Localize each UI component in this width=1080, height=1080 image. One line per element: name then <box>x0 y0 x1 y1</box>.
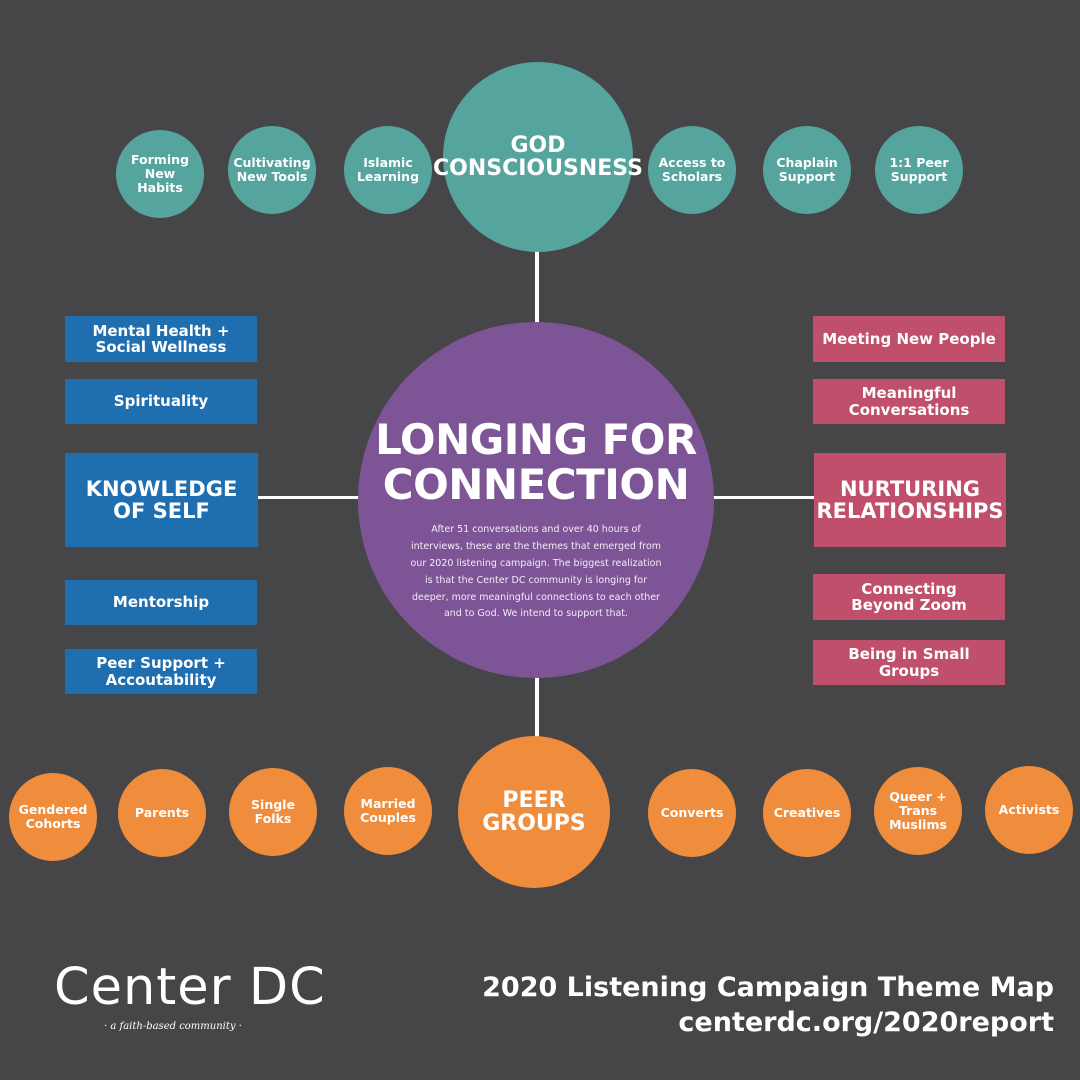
hub-nurturing-relationships: NURTURING RELATIONSHIPS <box>814 453 1006 547</box>
connector-left <box>257 496 360 499</box>
theme-circle-gendered-cohorts: Gendered Cohorts <box>9 773 97 861</box>
theme-circle-chaplain-support: Chaplain Support <box>763 126 851 214</box>
theme-circle-access-to-scholars: Access to Scholars <box>648 126 736 214</box>
connector-right <box>712 496 816 499</box>
center-description: After 51 conversations and over 40 hours… <box>410 523 662 620</box>
hub-knowledge-of-self: KNOWLEDGE OF SELF <box>65 453 258 547</box>
theme-box-connecting-beyond-zoom: Connecting Beyond Zoom <box>813 574 1005 620</box>
footer-caption: 2020 Listening Campaign Theme Map center… <box>482 970 1054 1040</box>
brand-tagline: · a faith-based community · <box>104 1021 242 1032</box>
theme-circle-single-folks: Single Folks <box>229 768 317 856</box>
theme-box-mentorship: Mentorship <box>65 580 257 625</box>
theme-box-meaningful-conversations: Meaningful Conversations <box>813 379 1005 424</box>
brand-name: Center DC <box>54 958 326 1017</box>
theme-circle-peer-support: 1:1 Peer Support <box>875 126 963 214</box>
theme-box-meeting-new-people: Meeting New People <box>813 316 1005 362</box>
theme-box-mental-health: Mental Health + Social Wellness <box>65 316 257 362</box>
hub-peer-groups: PEER GROUPS <box>458 736 610 888</box>
theme-circle-creatives: Creatives <box>763 769 851 857</box>
theme-circle-islamic-learning: Islamic Learning <box>344 126 432 214</box>
brand-logo: Center DC · a faith-based community · <box>54 962 326 1032</box>
theme-box-spirituality: Spirituality <box>65 379 257 424</box>
theme-box-peer-support-accountability: Peer Support + Accoutability <box>65 649 257 694</box>
theme-circle-married-couples: Married Couples <box>344 767 432 855</box>
theme-circle-activists: Activists <box>985 766 1073 854</box>
theme-circle-cultivating-new-tools: Cultivating New Tools <box>228 126 316 214</box>
theme-circle-converts: Converts <box>648 769 736 857</box>
center-title: LONGING FOR CONNECTION <box>375 415 697 509</box>
hub-god-consciousness: GOD CONSCIOUSNESS <box>433 62 643 252</box>
theme-circle-queer-trans-muslims: Queer + Trans Muslims <box>874 767 962 855</box>
footer-title: 2020 Listening Campaign Theme Map <box>482 972 1054 1003</box>
theme-circle-parents: Parents <box>118 769 206 857</box>
connector-bottom <box>535 676 539 738</box>
connector-top <box>535 248 539 324</box>
footer-url: centerdc.org/2020report <box>678 1007 1054 1039</box>
theme-circle-forming-new-habits: Forming New Habits <box>116 130 204 218</box>
theme-box-small-groups: Being in Small Groups <box>813 640 1005 685</box>
center-longing-for-connection: LONGING FOR CONNECTION After 51 conversa… <box>358 322 714 678</box>
